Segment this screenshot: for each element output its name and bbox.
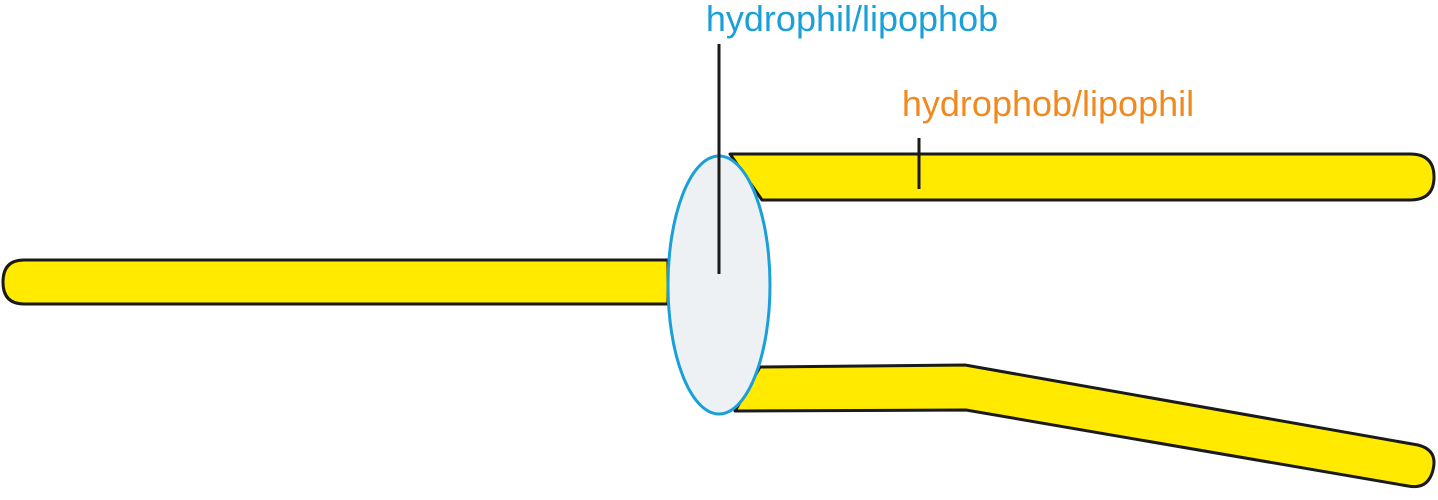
upper-hydrophobic-tail <box>728 152 1436 202</box>
left-hydrophobic-tail <box>1 258 670 306</box>
head-label: hydrophil/lipophob <box>706 0 998 39</box>
tail-label: hydrophob/lipophil <box>902 83 1194 124</box>
lower-hydrophobic-tail <box>733 363 1436 489</box>
